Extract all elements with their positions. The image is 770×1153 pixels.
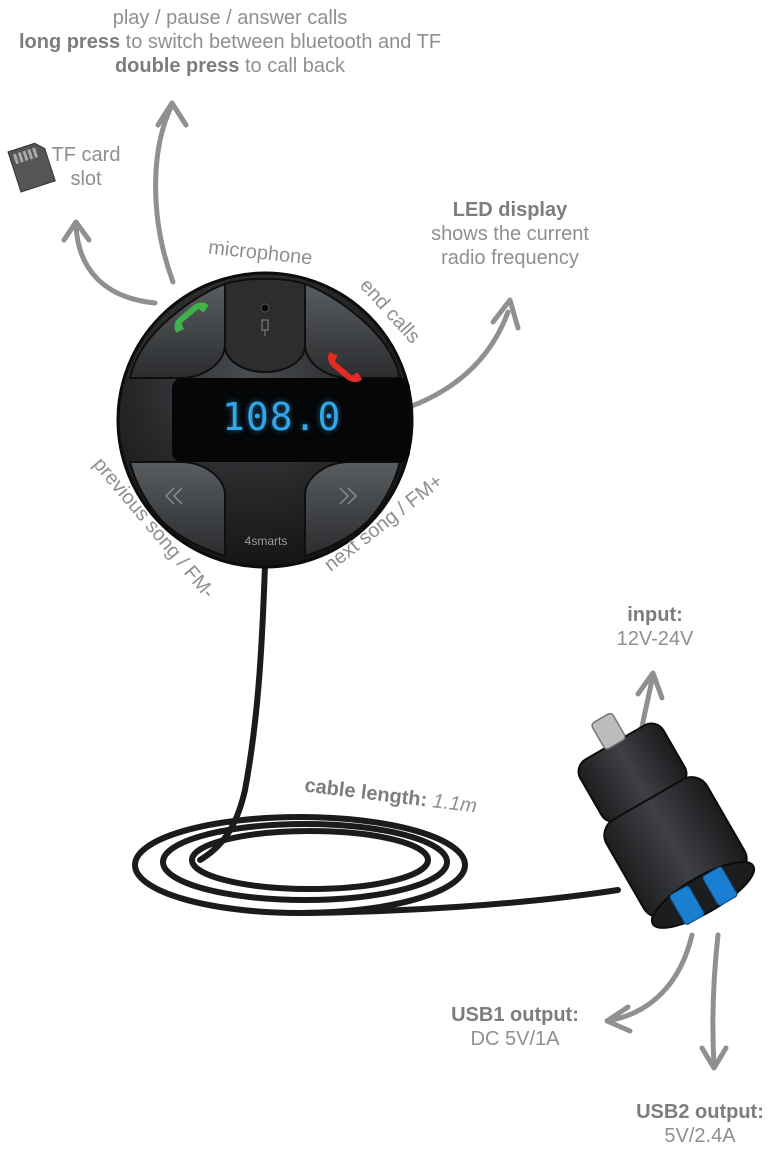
input-title: input: <box>627 604 683 626</box>
red-phone-icon <box>327 352 363 383</box>
play-pause-line1: play / pause / answer calls <box>112 7 348 29</box>
microphone-icon <box>260 303 270 313</box>
arrow-tf-card <box>61 219 158 306</box>
input-value: 12V-24V <box>616 628 694 650</box>
tf-card-line2: slot <box>70 168 102 190</box>
arrow-play-pause <box>153 100 189 285</box>
tf-card-line1: TF card <box>51 144 121 166</box>
usb1-value: DC 5V/1A <box>470 1028 560 1050</box>
car-charger <box>577 712 756 929</box>
long-press-line: long press to switch between bluetooth a… <box>0 30 460 54</box>
usb1-port[interactable] <box>669 885 705 925</box>
next-chevron-icon <box>339 487 358 505</box>
tf-card-label: TF card slot <box>46 143 126 191</box>
usb2-title: USB2 output: <box>636 1101 764 1123</box>
led-display-label: LED display shows the current radio freq… <box>410 198 610 270</box>
play-pause-label: play / pause / answer calls long press t… <box>0 6 460 78</box>
long-press-bold: long press <box>18 31 121 53</box>
usb1-label: USB1 output: DC 5V/1A <box>440 1003 590 1051</box>
brand-logo: 4smarts <box>244 534 288 548</box>
led-screen <box>172 378 410 462</box>
arrow-usb2 <box>699 932 729 1071</box>
sd-card-icon <box>7 142 56 193</box>
cable <box>132 562 621 916</box>
mic-symbol <box>261 319 269 336</box>
led-display-line1: shows the current <box>431 223 589 245</box>
led-frequency-readout: 108.0 <box>222 395 342 439</box>
led-display-line2: radio frequency <box>441 247 579 269</box>
next-button[interactable] <box>304 461 402 558</box>
usb2-port[interactable] <box>702 866 738 906</box>
double-press-rest: to call back <box>239 55 346 77</box>
usb2-label: USB2 output: 5V/2.4A <box>630 1100 770 1148</box>
input-label: input: 12V-24V <box>590 603 720 651</box>
green-phone-icon <box>174 302 209 333</box>
previous-button[interactable] <box>128 461 226 558</box>
fm-transmitter <box>116 271 414 569</box>
usb2-value: 5V/2.4A <box>664 1125 736 1147</box>
led-display-title: LED display <box>452 199 568 221</box>
long-press-rest: to switch between bluetooth and TF <box>120 31 442 53</box>
previous-chevron-icon <box>164 487 183 505</box>
cable-length-value: 1.1m <box>425 789 479 818</box>
multifunction-button[interactable] <box>224 277 306 374</box>
double-press-bold: double press <box>114 55 240 77</box>
double-press-line: double press to call back <box>0 54 460 78</box>
usb1-title: USB1 output: <box>451 1004 579 1026</box>
arrow-usb1 <box>604 932 695 1034</box>
